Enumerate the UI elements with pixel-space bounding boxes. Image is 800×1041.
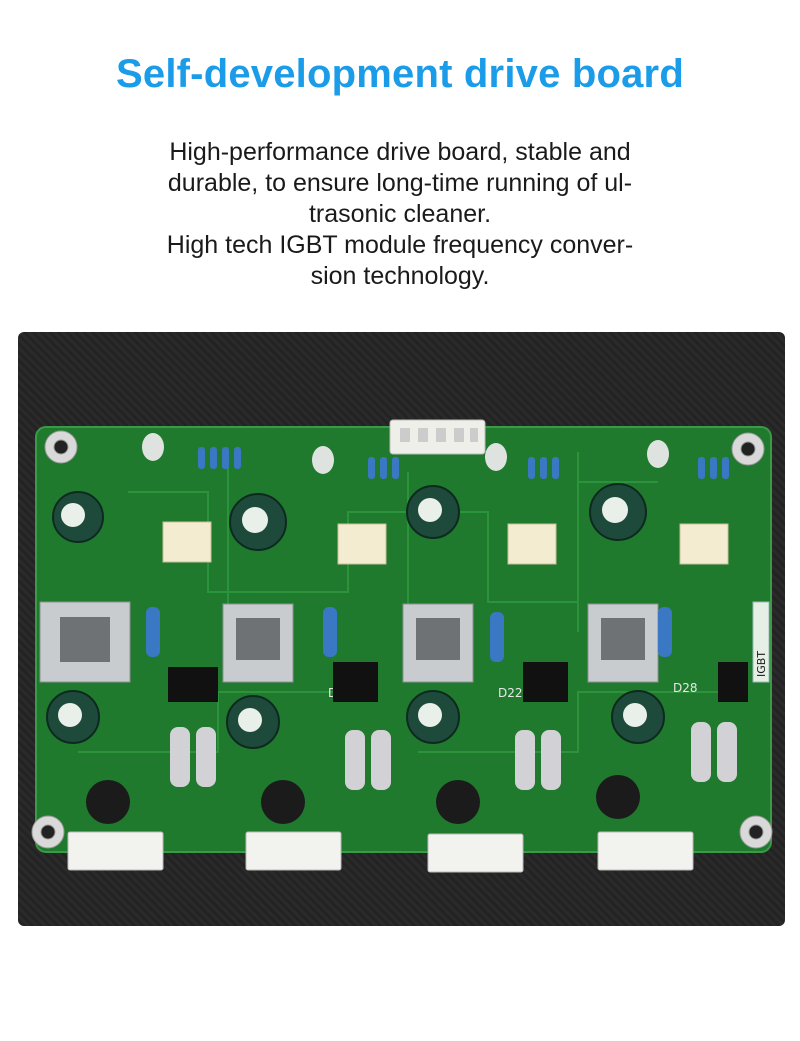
description-line: sion technology. <box>310 262 490 290</box>
channel-1 <box>39 433 287 871</box>
description-line: High tech IGBT module frequency conver- <box>166 231 634 259</box>
resistors <box>146 447 729 662</box>
igbt-label: IGBT <box>755 651 768 677</box>
pcb-illustration: D24 D22 D28 <box>31 419 773 873</box>
channel-3: D22 <box>402 443 647 873</box>
channel-4: D28 <box>587 440 737 871</box>
drive-board-photo: D24 D22 D28 <box>18 332 785 926</box>
description: High-performance drive board, stable and… <box>100 137 700 292</box>
diode-label: D28 <box>673 681 698 695</box>
description-line: trasonic cleaner. <box>308 200 492 228</box>
channel-2: D24 <box>222 446 460 871</box>
mounting-holes <box>31 430 773 849</box>
description-line: High-performance drive board, stable and <box>169 138 631 166</box>
description-line: durable, to ensure long-time running of … <box>167 169 633 197</box>
page-title: Self-development drive board <box>116 52 684 96</box>
diode-label: D22 <box>498 686 523 700</box>
